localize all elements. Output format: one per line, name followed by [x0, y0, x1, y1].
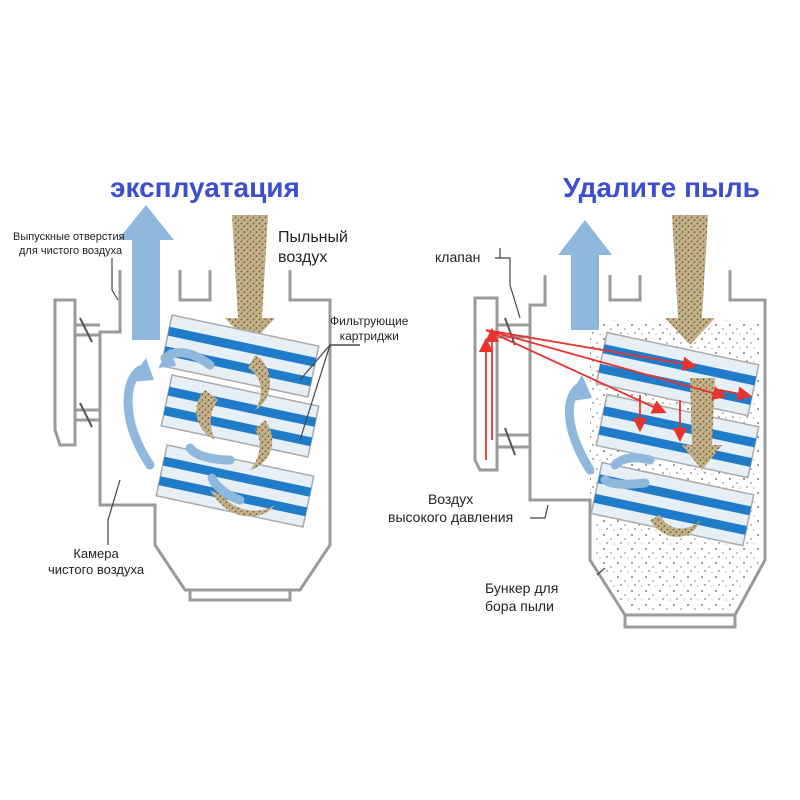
right-dust-swirls — [650, 378, 722, 537]
label-dusty-air-line2: воздух — [278, 249, 328, 266]
label-dusty-air-line1: Пыльный — [278, 229, 348, 246]
label-dust-hopper-line1: Бункер для — [485, 580, 559, 596]
label-clean-air-chamber-line1: Камера — [73, 546, 119, 561]
label-valve: клапан — [435, 249, 481, 265]
left-dust-swirls — [196, 355, 275, 517]
label-filter-cartridges-line1: Фильтрующие — [330, 314, 409, 328]
label-dust-hopper-line2: бора пыли — [485, 597, 554, 614]
label-clean-air-outlets-line1: Выпускные отверстия — [13, 231, 125, 243]
label-high-pressure-air: Воздух высокого давления — [388, 491, 513, 526]
right-dust-inlet-arrow — [665, 215, 715, 345]
label-dust-hopper: Бункер для бора пыли — [485, 580, 558, 615]
right-clean-air-up-arrow — [558, 220, 612, 330]
label-clean-air-outlets: Выпускные отверстия для чистого воздуха — [13, 231, 125, 259]
label-high-pressure-air-line1: Воздух — [427, 491, 474, 507]
label-filter-cartridges: Фильтрующие картриджи — [330, 314, 408, 344]
label-high-pressure-air-line2: высокого давления — [388, 508, 514, 525]
label-dusty-air: Пыльный воздух — [278, 228, 348, 268]
label-clean-air-chamber: Камера чистого воздуха — [48, 546, 144, 579]
left-housing — [53, 270, 332, 602]
right-air-arrowhead — [566, 375, 592, 402]
label-filter-cartridges-line2: картриджи — [339, 329, 399, 343]
right-housing — [473, 270, 767, 629]
right-pressure-arrows — [478, 327, 753, 460]
left-leader-lines — [107, 258, 360, 545]
left-outlet-pipes — [75, 317, 100, 428]
left-title: эксплуатация — [110, 172, 300, 203]
label-clean-air-chamber-line2: чистого воздуха — [48, 562, 145, 578]
right-filter-cartridges — [590, 331, 760, 547]
label-clean-air-outlets-line2: для чистого воздуха — [19, 244, 123, 257]
left-air-arrowheads — [128, 348, 176, 382]
left-dust-inlet-arrow — [225, 215, 275, 345]
left-clean-air-up-arrow — [118, 205, 174, 340]
right-title: Удалите пыль — [563, 172, 760, 203]
right-leader-lines — [495, 248, 606, 576]
